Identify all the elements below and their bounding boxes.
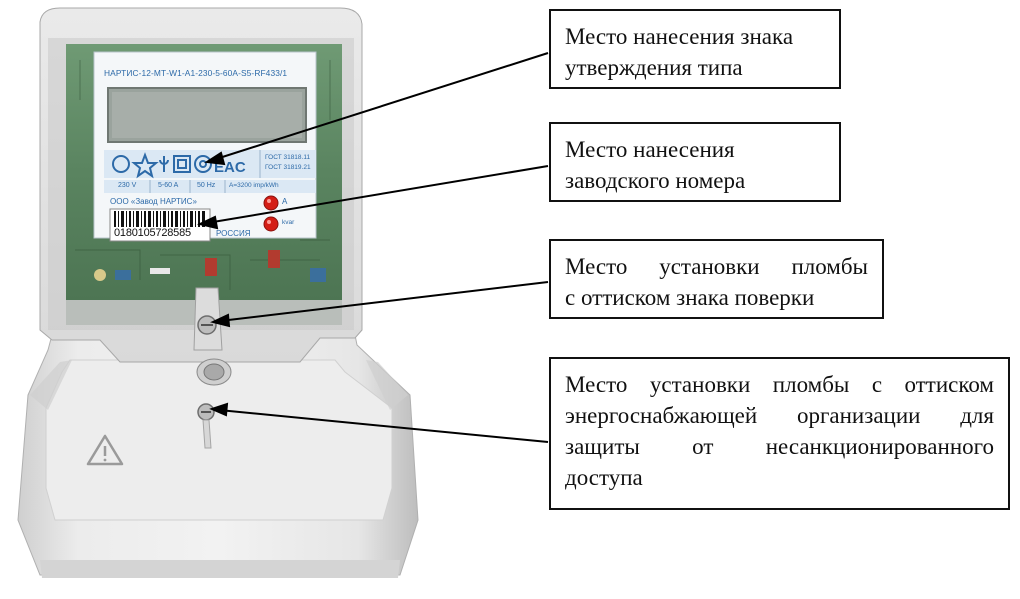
- callout-line: Место установки пломбы с оттиском: [565, 372, 994, 397]
- callout-line: Место нанесения знака: [565, 24, 794, 49]
- pointer-supplier-seal: [218, 409, 549, 443]
- arrowhead-serial-number: [196, 215, 219, 230]
- arrowhead-verification-seal: [210, 313, 231, 328]
- serial-number: 0180105728585: [114, 227, 191, 239]
- callout-line: утверждения типа: [565, 55, 743, 80]
- led-active-label: A: [282, 197, 288, 206]
- arrowhead-type-approval: [204, 151, 226, 166]
- pointer-verification-seal: [219, 281, 549, 322]
- country-label: РОССИЯ: [216, 229, 251, 238]
- callout-line: Место установки пломбы: [565, 254, 868, 279]
- spec-frequency: 50 Hz: [197, 182, 216, 189]
- callout-verification-seal: Место установки пломбы с оттиском знака …: [549, 239, 884, 319]
- gost-line-1: ГОСТ 31818.11: [265, 154, 311, 161]
- manufacturer-label: ООО «Завод НАРТИС»: [110, 197, 197, 206]
- meter-model-label: НАРТИС-12-МТ-W1-A1-230-5-60A-S5-RF433/1: [104, 68, 288, 78]
- callout-supplier-seal: Место установки пломбы с оттиском энерго…: [549, 357, 1010, 510]
- callout-line: доступа: [565, 465, 643, 490]
- spec-current: 5-60 A: [158, 182, 179, 189]
- callout-line: с оттиском знака поверки: [565, 285, 815, 310]
- spec-voltage: 230 V: [118, 182, 137, 189]
- pointer-serial-number: [206, 165, 549, 224]
- warning-triangle-icon: [86, 434, 124, 466]
- pointer-type-approval: [212, 52, 549, 161]
- gost-line-2: ГОСТ 31819.21: [265, 164, 311, 171]
- arrowhead-supplier-seal: [209, 402, 229, 417]
- callout-line: защиты от несанкционированного: [565, 434, 994, 459]
- callout-line: энергоснабжающей организации для: [565, 403, 994, 428]
- callout-serial-number: Место нанесения заводского номера: [549, 122, 841, 202]
- led-reactive-label: kvar: [282, 219, 295, 226]
- callout-type-approval: Место нанесения знака утверждения типа: [549, 9, 841, 89]
- spec-constant: A=3200 imp/kWh: [229, 182, 279, 189]
- barcode: [114, 211, 205, 227]
- reactive-energy-led: [263, 216, 279, 232]
- pointer-lines: [196, 52, 549, 443]
- active-energy-led: [263, 195, 279, 211]
- callout-line: Место нанесения: [565, 137, 735, 162]
- callout-line: заводского номера: [565, 168, 746, 193]
